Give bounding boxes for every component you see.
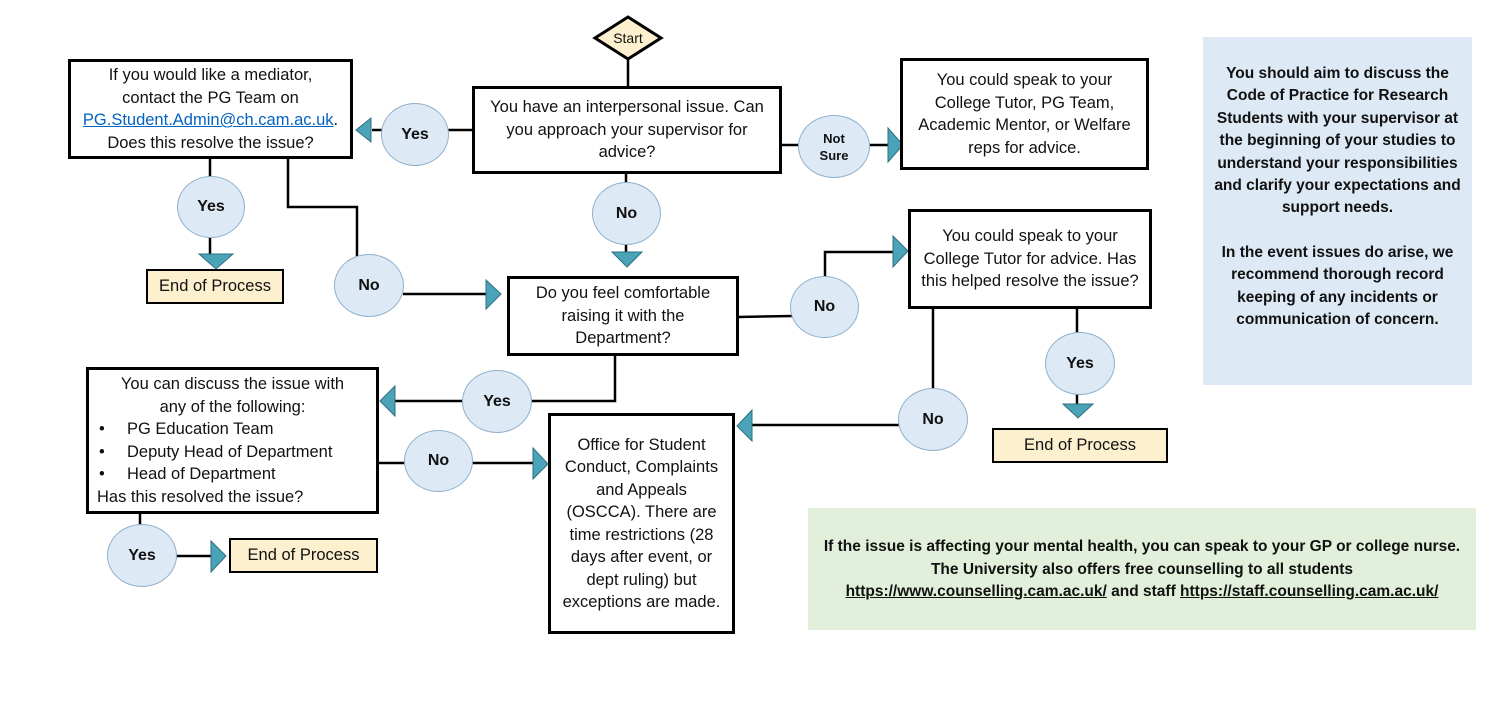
mediator-box: If you would like a mediator, contact th… bbox=[68, 59, 353, 159]
mental-health-text: If the issue is affecting your mental he… bbox=[823, 538, 1461, 578]
no-oval: No bbox=[790, 276, 859, 338]
arrowhead bbox=[532, 446, 549, 481]
staff-counselling-link[interactable]: https://staff.counselling.cam.ac.uk/ bbox=[1180, 583, 1439, 600]
college-tutor-box: You could speak to your College Tutor fo… bbox=[908, 209, 1152, 309]
no-oval: No bbox=[898, 388, 968, 451]
code-of-practice-panel: You should aim to discuss the Code of Pr… bbox=[1203, 37, 1472, 385]
mental-health-panel: If the issue is affecting your mental he… bbox=[808, 508, 1476, 630]
yes-oval: Yes bbox=[107, 524, 177, 587]
mediator-line1: If you would like a mediator, bbox=[108, 66, 313, 84]
arrowhead bbox=[379, 384, 396, 418]
college-tutor-text: You could speak to your College Tutor fo… bbox=[921, 227, 1139, 291]
connector bbox=[823, 250, 893, 277]
interpersonal-issue-box: You have an interpersonal issue. Can you… bbox=[472, 86, 782, 174]
tutor-pg-text: You could speak to your College Tutor, P… bbox=[918, 71, 1131, 157]
mediator-email-row: PG.Student.Admin@ch.cam.ac.uk. bbox=[82, 111, 339, 129]
sure-label: Sure bbox=[819, 147, 849, 163]
no-oval: No bbox=[334, 254, 404, 317]
mediator-email-link[interactable]: PG.Student.Admin@ch.cam.ac.uk bbox=[82, 111, 334, 129]
connector bbox=[531, 355, 617, 403]
arrowhead bbox=[1061, 403, 1095, 419]
yes-oval: Yes bbox=[381, 103, 449, 166]
tutor-pg-team-box: You could speak to your College Tutor, P… bbox=[900, 58, 1149, 170]
connector bbox=[737, 314, 793, 319]
discuss-intro: You can discuss the issue with any of th… bbox=[120, 375, 345, 416]
discuss-list-item: Deputy Head of Department bbox=[97, 441, 368, 464]
no-oval: No bbox=[404, 430, 473, 492]
no-oval: No bbox=[592, 182, 661, 245]
code-of-practice-text: You should aim to discuss the Code of Pr… bbox=[1214, 65, 1461, 217]
discuss-list: PG Education Team Deputy Head of Departm… bbox=[97, 418, 368, 486]
discuss-list-item: Head of Department bbox=[97, 463, 368, 486]
not-sure-oval: Not Sure bbox=[798, 115, 870, 178]
counselling-link[interactable]: https://www.counselling.cam.ac.uk/ bbox=[845, 583, 1107, 600]
record-keeping-text: In the event issues do arise, we recomme… bbox=[1221, 243, 1454, 329]
arrowhead bbox=[485, 278, 502, 311]
oscca-box: Office for Student Conduct, Complaints a… bbox=[548, 413, 735, 634]
arrowhead bbox=[355, 116, 372, 144]
discuss-outro: Has this resolved the issue? bbox=[97, 487, 304, 506]
not-label: Not bbox=[823, 130, 845, 146]
arrowhead bbox=[610, 251, 644, 268]
start-label: Start bbox=[613, 30, 643, 46]
arrowhead bbox=[892, 234, 909, 269]
discuss-box: You can discuss the issue with any of th… bbox=[86, 367, 379, 514]
end-of-process-box: End of Process bbox=[992, 428, 1168, 463]
department-text: Do you feel comfortable raising it with … bbox=[535, 284, 711, 348]
oscca-text: Office for Student Conduct, Complaints a… bbox=[562, 435, 721, 612]
arrowhead bbox=[210, 539, 227, 574]
arrowhead bbox=[887, 126, 904, 164]
connector bbox=[286, 158, 359, 258]
interpersonal-text: You have an interpersonal issue. Can you… bbox=[490, 98, 764, 162]
yes-oval: Yes bbox=[1045, 332, 1115, 395]
start-diamond bbox=[592, 15, 664, 61]
discuss-list-item: PG Education Team bbox=[97, 418, 368, 441]
arrowhead bbox=[197, 253, 235, 270]
yes-oval: Yes bbox=[462, 370, 532, 433]
arrowhead bbox=[736, 408, 753, 443]
end-of-process-box: End of Process bbox=[229, 538, 378, 573]
mediator-line3: Does this resolve the issue? bbox=[107, 133, 314, 152]
and-staff-text: and staff bbox=[1111, 583, 1176, 600]
yes-oval: Yes bbox=[177, 176, 245, 238]
end-of-process-box: End of Process bbox=[146, 269, 284, 304]
department-box: Do you feel comfortable raising it with … bbox=[507, 276, 739, 356]
mediator-line2: contact the PG Team on bbox=[122, 88, 299, 107]
